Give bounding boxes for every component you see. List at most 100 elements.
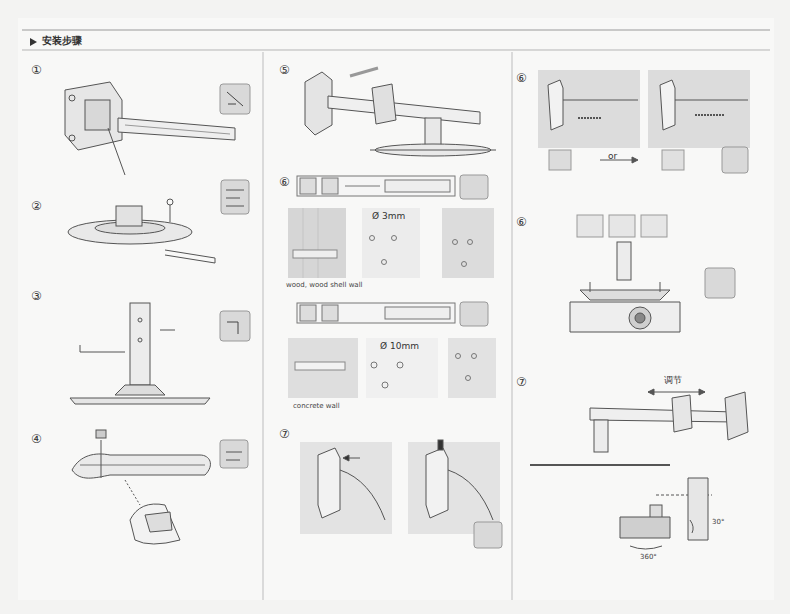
illustration-part bbox=[85, 100, 110, 130]
illustration-part bbox=[594, 420, 608, 452]
step-7-wall-figure bbox=[300, 440, 502, 548]
illustration-part bbox=[322, 178, 338, 194]
illustration-part bbox=[340, 470, 385, 520]
or-note: or bbox=[608, 152, 617, 162]
illustration-part bbox=[116, 206, 142, 226]
illustration-part bbox=[96, 430, 106, 438]
step-number: ⑤ bbox=[279, 64, 290, 77]
step-number: ⑥ bbox=[516, 72, 527, 85]
illustration-part bbox=[362, 208, 420, 278]
parts-icon bbox=[220, 440, 248, 468]
illustration-part bbox=[80, 345, 125, 352]
hole-size: Ø 3mm bbox=[372, 212, 405, 222]
illustration-part bbox=[350, 68, 378, 76]
illustration-part bbox=[648, 389, 654, 395]
illustration-part bbox=[629, 307, 651, 329]
illustration-part bbox=[382, 382, 388, 388]
illustration-part bbox=[69, 95, 75, 101]
illustration-part bbox=[366, 338, 438, 398]
illustration-part bbox=[370, 236, 375, 241]
illustration-part bbox=[300, 178, 316, 194]
illustration-part bbox=[570, 302, 680, 332]
header-rule bbox=[22, 30, 770, 31]
illustration-part bbox=[303, 208, 304, 278]
illustration-part bbox=[125, 480, 140, 505]
step-7b-figure bbox=[530, 389, 748, 549]
illustration-part bbox=[468, 240, 473, 245]
illustration-part bbox=[474, 522, 502, 548]
illustration-part bbox=[293, 250, 337, 258]
wall-type: concrete wall bbox=[293, 403, 340, 411]
step-2-figure bbox=[68, 199, 215, 263]
angle-label: 360° bbox=[640, 554, 657, 562]
illustration-part bbox=[690, 520, 693, 533]
illustration-part bbox=[705, 268, 735, 298]
illustration-part bbox=[288, 338, 358, 398]
hole-size: Ø 10mm bbox=[380, 342, 419, 352]
illustration-part bbox=[466, 376, 471, 381]
illustration-part bbox=[371, 362, 377, 368]
illustration-part bbox=[426, 448, 448, 518]
illustration-part bbox=[300, 305, 316, 321]
illustration-part bbox=[300, 442, 392, 534]
illustration-part bbox=[472, 354, 477, 359]
illustration-part bbox=[648, 70, 750, 148]
illustration-part bbox=[635, 313, 645, 323]
illustration-part bbox=[130, 303, 150, 385]
illustration-part bbox=[580, 290, 670, 300]
step-3-figure bbox=[70, 303, 210, 404]
illustration-part bbox=[662, 150, 684, 170]
illustration-part bbox=[641, 215, 667, 237]
tool-icon bbox=[220, 311, 250, 341]
illustration-part bbox=[460, 302, 488, 326]
illustration-part bbox=[125, 125, 230, 134]
illustration-part bbox=[577, 215, 603, 237]
illustration-part bbox=[370, 150, 496, 151]
illustration-part bbox=[385, 180, 450, 192]
title-arrow bbox=[30, 38, 37, 46]
illustration-part bbox=[538, 70, 640, 148]
illustration-part bbox=[660, 282, 661, 292]
illustration-part bbox=[160, 330, 175, 331]
illustration-part bbox=[318, 208, 319, 278]
illustration-part bbox=[632, 157, 638, 163]
illustration-part bbox=[167, 199, 173, 205]
parts-icon-mark bbox=[226, 190, 244, 206]
illustration-part bbox=[695, 114, 725, 116]
illustration-part bbox=[548, 80, 563, 130]
step-number: ④ bbox=[31, 433, 42, 446]
illustration-part bbox=[462, 262, 467, 267]
illustration-part bbox=[69, 135, 75, 141]
illustration-part bbox=[688, 478, 708, 540]
illustration-part bbox=[442, 208, 494, 278]
illustration-part bbox=[563, 100, 638, 101]
illustration-part bbox=[699, 389, 705, 395]
illustration-part bbox=[165, 250, 215, 263]
illustration-part bbox=[318, 448, 340, 518]
step-number: ⑦ bbox=[516, 376, 527, 389]
illustration-part bbox=[590, 408, 735, 422]
illustration-part bbox=[549, 150, 571, 170]
wall-type: wood, wood shell wall bbox=[286, 282, 363, 290]
illustration-part bbox=[630, 546, 662, 549]
illustration-part bbox=[138, 338, 142, 342]
illustration-part bbox=[80, 465, 205, 466]
illustration-part bbox=[145, 512, 172, 532]
illustration-part bbox=[578, 117, 602, 119]
illustration-part bbox=[372, 84, 396, 124]
illustration-part bbox=[322, 305, 338, 321]
step-number: ① bbox=[31, 64, 42, 77]
illustration-part bbox=[425, 118, 441, 146]
illustration-part bbox=[118, 118, 235, 140]
illustration-part bbox=[297, 176, 455, 196]
illustration-part bbox=[70, 398, 210, 404]
step-number: ② bbox=[31, 200, 42, 213]
tool-icon bbox=[220, 84, 250, 114]
illustration-part bbox=[297, 303, 455, 323]
step-4-figure bbox=[72, 430, 210, 544]
fold-line bbox=[511, 52, 513, 600]
adjust-note: 调节 bbox=[664, 376, 682, 386]
illustration-part bbox=[609, 215, 635, 237]
step-number: ⑥ bbox=[279, 176, 290, 189]
